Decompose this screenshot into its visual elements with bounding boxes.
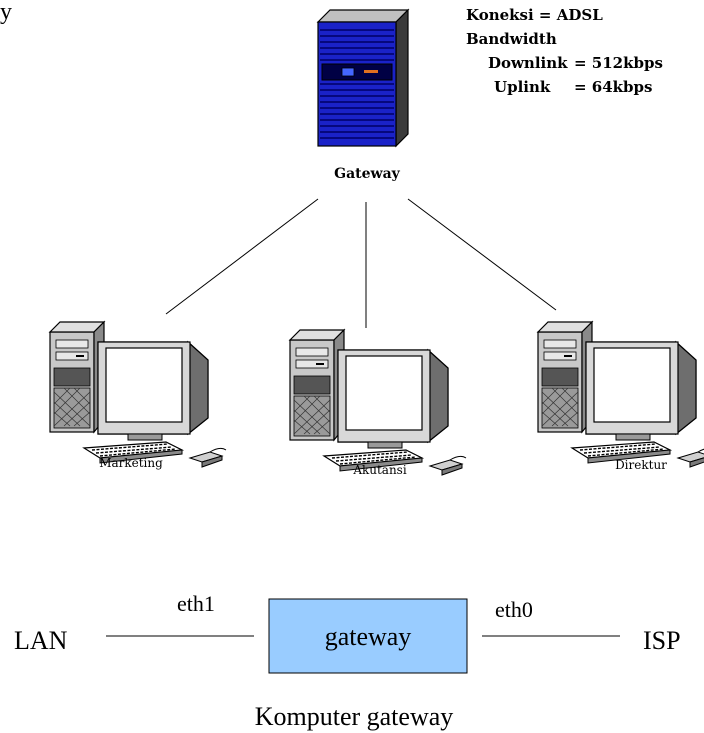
- gateway-block-diagram: LAN eth1 gateway eth0 ISP Komputer gatew…: [14, 591, 681, 731]
- computer-icon: [289, 329, 467, 476]
- isp-label: ISP: [643, 626, 681, 655]
- workstation-label: Akutansi: [352, 463, 407, 477]
- gateway-label: Gateway: [334, 166, 401, 182]
- koneksi-text: Koneksi = ADSL: [466, 6, 603, 24]
- uplink-label: Uplink: [494, 78, 551, 96]
- computer-icon: [49, 321, 227, 468]
- gateway-box-label: gateway: [325, 622, 412, 651]
- eth1-label: eth1: [177, 591, 215, 616]
- workstation-direktur: Direktur: [537, 321, 704, 472]
- gateway-server-icon: [316, 8, 410, 148]
- eth0-label: eth0: [495, 597, 533, 622]
- downlink-label: Downlink: [488, 54, 568, 72]
- gateway-box: [268, 598, 468, 674]
- connection-specs: Koneksi = ADSL Bandwidth Downlink = 512k…: [466, 6, 663, 96]
- bandwidth-text: Bandwidth: [466, 30, 557, 48]
- lan-label: LAN: [14, 626, 68, 655]
- computer-icon: [537, 321, 704, 468]
- workstation-label: Direktur: [615, 458, 667, 472]
- workstation-label: Marketing: [99, 456, 163, 470]
- diagram-caption: Komputer gateway: [255, 702, 454, 731]
- link-direktur: [407, 198, 557, 311]
- workstation-marketing: Marketing: [49, 321, 227, 470]
- network-links: [165, 198, 557, 328]
- downlink-value: = 512kbps: [574, 54, 663, 72]
- top-fragment-text: y: [0, 0, 12, 25]
- link-marketing: [165, 198, 319, 315]
- uplink-value: = 64kbps: [574, 78, 652, 96]
- workstation-akutansi: Akutansi: [289, 329, 467, 477]
